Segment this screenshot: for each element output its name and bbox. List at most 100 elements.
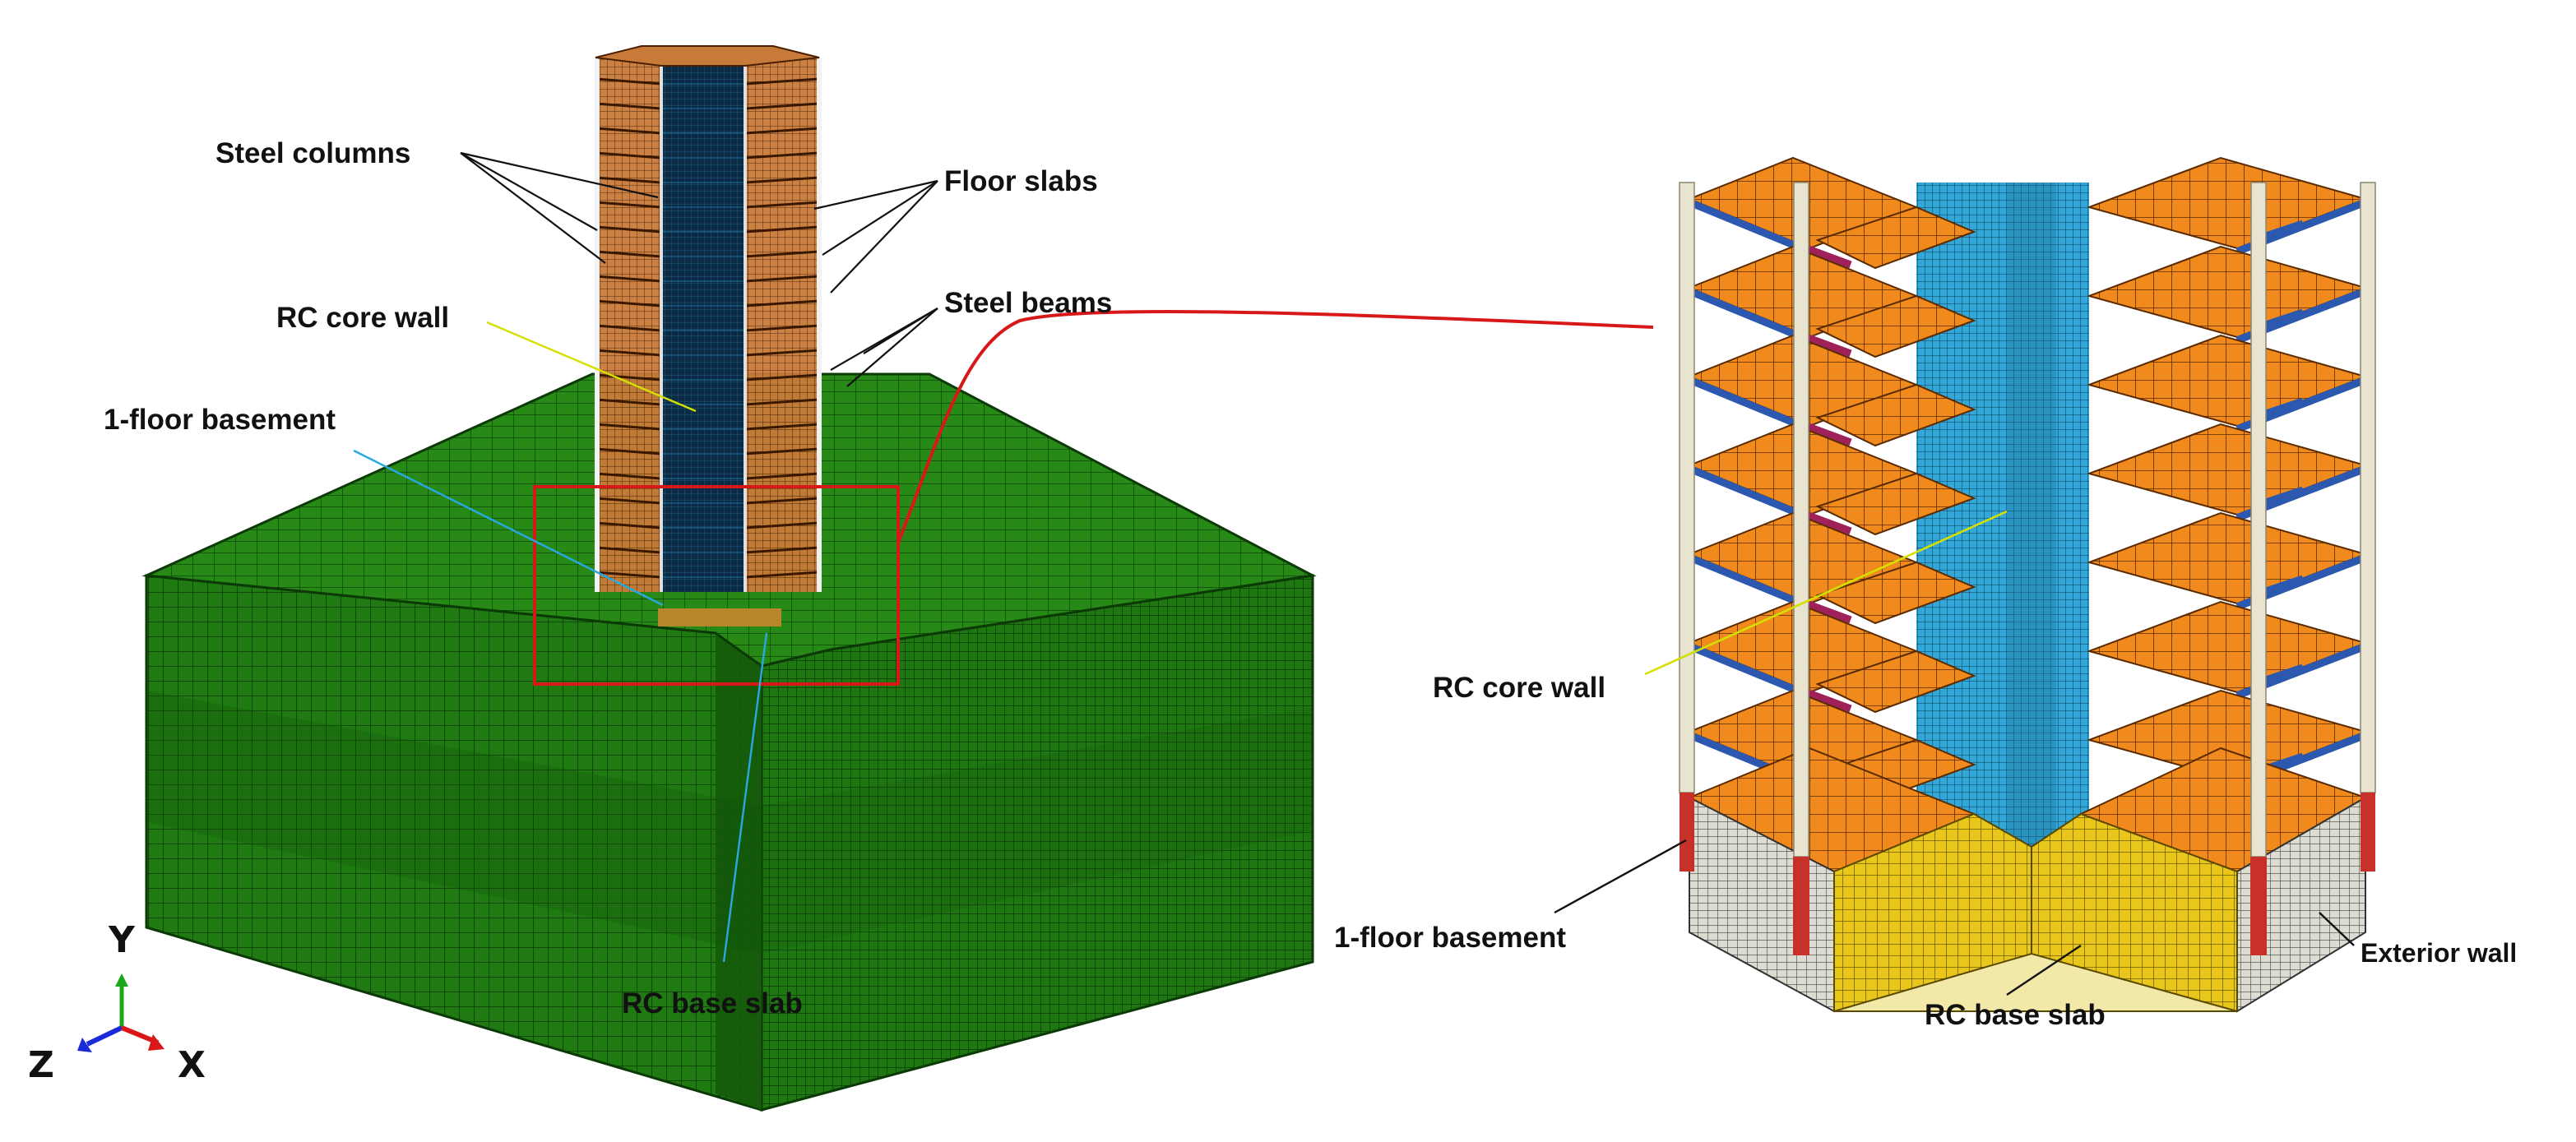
axis-x-label: X [178,1044,206,1086]
leader-steel-columns [460,151,659,199]
tower-floor-line [744,275,820,283]
detail-core-wall-shadow [2007,183,2056,906]
detail-floor-slab [2086,334,2369,428]
leader-rc-core-wall [486,321,697,413]
tower-floor-line [744,127,820,135]
detail-floor-group [1687,156,2369,802]
leader-steel-beams [863,307,938,354]
tower-floor-line [744,472,820,480]
detail-floor-slab [2086,600,2369,694]
detail-steel-beam [1688,465,1811,522]
detail-column-base [1793,857,1809,955]
tower-floor-line [595,250,662,258]
tower-floor-line [595,349,662,357]
axis-z-label: Z [28,1044,54,1086]
tower-floor-line [744,571,820,579]
tower-floor-line [744,250,820,258]
leader-basement [353,449,664,607]
tower-core [658,58,748,592]
tower-floor-line [744,77,820,86]
axis-y-label: Y [108,919,136,961]
tower-floor-line [744,497,820,505]
detail-floor-slab [2086,511,2369,605]
tower-floor-line [595,398,662,406]
tower-floor-line [744,151,820,160]
tower-floor-line [595,176,662,184]
detail-floor-slab [1815,561,1976,625]
tower-floor-line [595,275,662,283]
tower-floor-line [744,201,820,209]
label-steel-columns: Steel columns [215,137,410,169]
label-steel-beams: Steel beams [944,287,1112,319]
detail-floor-slab [2086,156,2369,250]
tower-left-slabs [595,58,661,592]
detail-column-base [2250,857,2267,955]
detail-floor-slab [1815,383,1976,447]
label-detail-rc-core-wall: RC core wall [1433,672,1605,704]
detail-base-slab-front [1833,952,2238,1012]
soil-block [141,372,1317,1112]
tower-floor-line [595,102,662,110]
tower-floor-lines [595,77,820,579]
detail-column-base [2361,793,2375,872]
tower-floor-line [595,447,662,455]
axis-triad: Y Z X [28,919,206,1086]
detail-column-base [1679,793,1694,872]
tower-floor-line [744,324,820,332]
zoom-connector-curve [897,309,1654,543]
detail-steel-column [2250,182,2267,858]
detail-floor-slab [1815,650,1976,714]
detail-floor-slab [2086,423,2369,516]
leader-detail-exterior-wall [2319,912,2355,946]
leader-floor-slabs [822,180,938,256]
tower-floor-line [595,423,662,431]
tower-floor-line [744,373,820,381]
tower-floor-line [595,571,662,579]
tower-floor-line [744,546,820,554]
detail-steel-beam [1688,642,1811,700]
detail-steel-beam [1688,198,1811,256]
tower-floor-line [595,324,662,332]
label-detail-exterior-wall: Exterior wall [2361,938,2517,968]
detail-steel-beam [1688,553,1811,611]
tower-floor-line [744,398,820,406]
tower-floor-line [744,447,820,455]
tower-floor-line [595,497,662,505]
tower-floor-line [595,521,662,529]
axis-z-arrow [86,1025,123,1047]
detail-link-beam [1805,422,1852,446]
tower-floor-line [744,102,820,110]
tower-floor-line [744,423,820,431]
detail-link-beam [1805,599,1852,624]
label-floor-slabs: Floor slabs [944,165,1098,197]
tower-floor-line [595,151,662,160]
tower-floor-line [595,201,662,209]
leader-floor-slabs [830,180,938,294]
tower-floor-line [595,373,662,381]
leader-steel-beams [846,307,938,387]
tower-floor-line [595,77,662,86]
leader-rc-base-slab [722,632,768,963]
tower-floor-line [744,521,820,529]
detail-link-beam [1805,511,1852,535]
detail-link-beam [1805,244,1852,269]
leader-steel-columns [460,152,606,264]
detail-floor-slab [2086,245,2369,339]
label-rc-core-wall: RC core wall [276,302,449,334]
tower-floor-line [595,472,662,480]
detail-steel-column [1679,182,1695,793]
detail-steel-beam [1688,376,1811,433]
detail-floor-slab [1815,206,1976,270]
leader-floor-slabs [813,179,938,210]
label-rc-base-slab: RC base slab [622,987,803,1019]
detail-link-beam [1805,688,1852,713]
leader-detail-rc-base-slab [2006,945,2082,996]
detail-steel-column [2360,182,2376,793]
detail-steel-column [1793,182,1809,858]
label-detail-rc-base-slab: RC base slab [1925,999,2106,1031]
tower-model [595,45,822,626]
detail-core-wall [1916,183,2089,906]
tower-floor-line [595,299,662,307]
tower-floor-line [595,127,662,135]
